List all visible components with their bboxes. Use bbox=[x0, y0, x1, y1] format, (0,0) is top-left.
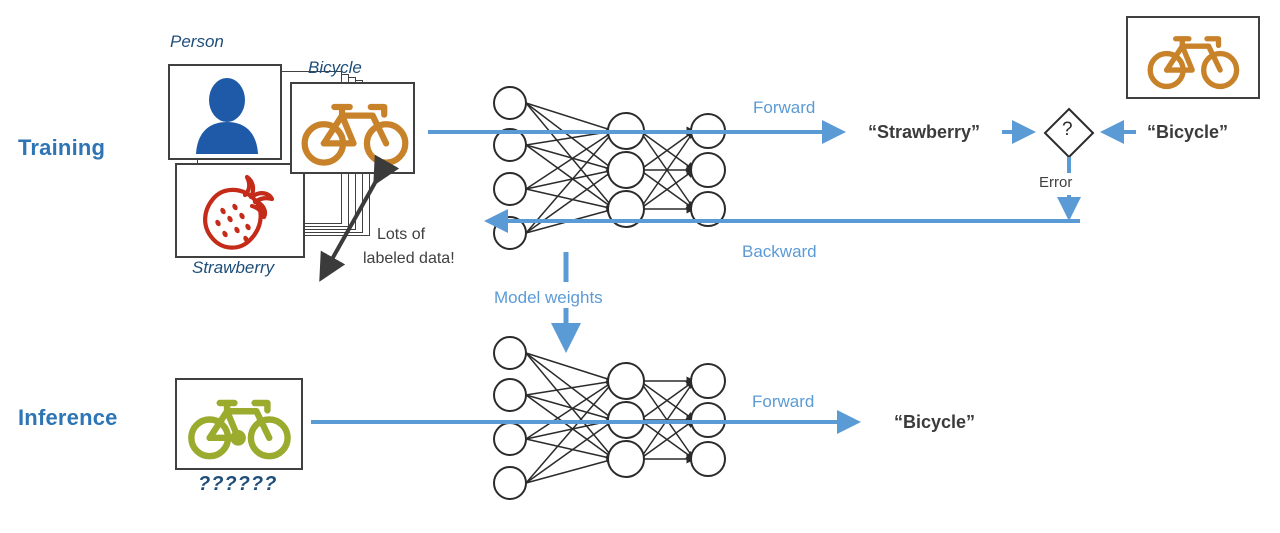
training-forward-arrow bbox=[428, 120, 846, 144]
lots-of-data-arrow bbox=[319, 154, 400, 282]
prediction-to-compare-arrow bbox=[1002, 120, 1036, 144]
inference-forward-label: Forward bbox=[752, 392, 815, 411]
inference-prediction-text: “Bicycle” bbox=[894, 412, 976, 432]
output-node-2 bbox=[690, 152, 726, 188]
error-label: Error bbox=[1039, 174, 1073, 191]
strawberry-icon bbox=[203, 174, 275, 250]
training-backward-label: Backward bbox=[742, 242, 817, 261]
hidden-node-2 bbox=[607, 151, 645, 189]
bicycle-icon bbox=[1147, 36, 1240, 90]
training-prediction-text: “Strawberry” bbox=[868, 122, 981, 142]
error-arrow bbox=[1057, 157, 1081, 221]
groundtruth-to-compare-arrow bbox=[1100, 120, 1136, 144]
ground-truth-text: “Bicycle” bbox=[1147, 122, 1229, 142]
row-label-training: Training bbox=[18, 135, 106, 160]
hidden-node-1 bbox=[607, 362, 645, 400]
bicycle-card bbox=[290, 82, 415, 174]
bicycle-icon bbox=[188, 399, 291, 460]
hidden-node-3 bbox=[607, 190, 645, 228]
training-forward-label: Forward bbox=[753, 98, 816, 117]
training-backward-arrow bbox=[484, 209, 1080, 233]
input-node-1 bbox=[493, 336, 527, 370]
bicycle-query-card bbox=[175, 378, 303, 470]
bicycle-query-caption: ?????? bbox=[198, 473, 278, 495]
training-network bbox=[493, 86, 726, 250]
input-node-4 bbox=[493, 466, 527, 500]
bicycle-reference-image bbox=[1126, 16, 1260, 99]
comparison-question-mark: ? bbox=[1062, 119, 1073, 140]
person-card-caption: Person bbox=[170, 32, 224, 51]
model-weights-arrow bbox=[551, 252, 581, 353]
stack-note-line2: labeled data! bbox=[363, 250, 455, 267]
input-node-1 bbox=[493, 86, 527, 120]
input-node-2 bbox=[493, 128, 527, 162]
model-weights-label: Model weights bbox=[494, 288, 603, 307]
training-network-edges bbox=[525, 102, 696, 234]
bicycle-icon bbox=[301, 103, 409, 166]
input-node-2 bbox=[493, 378, 527, 412]
input-node-3 bbox=[493, 172, 527, 206]
strawberry-card-caption: Strawberry bbox=[192, 258, 275, 277]
hidden-node-3 bbox=[607, 440, 645, 478]
strawberry-card bbox=[175, 163, 305, 258]
row-label-inference: Inference bbox=[18, 405, 118, 430]
output-node-3 bbox=[690, 191, 726, 227]
inference-forward-arrow bbox=[311, 410, 861, 434]
person-icon bbox=[196, 78, 258, 154]
output-node-3 bbox=[690, 441, 726, 477]
stack-note-line1: Lots of bbox=[377, 226, 426, 243]
output-node-1 bbox=[690, 363, 726, 399]
bicycle-card-caption: Bicycle bbox=[308, 58, 362, 77]
person-card bbox=[168, 64, 282, 160]
